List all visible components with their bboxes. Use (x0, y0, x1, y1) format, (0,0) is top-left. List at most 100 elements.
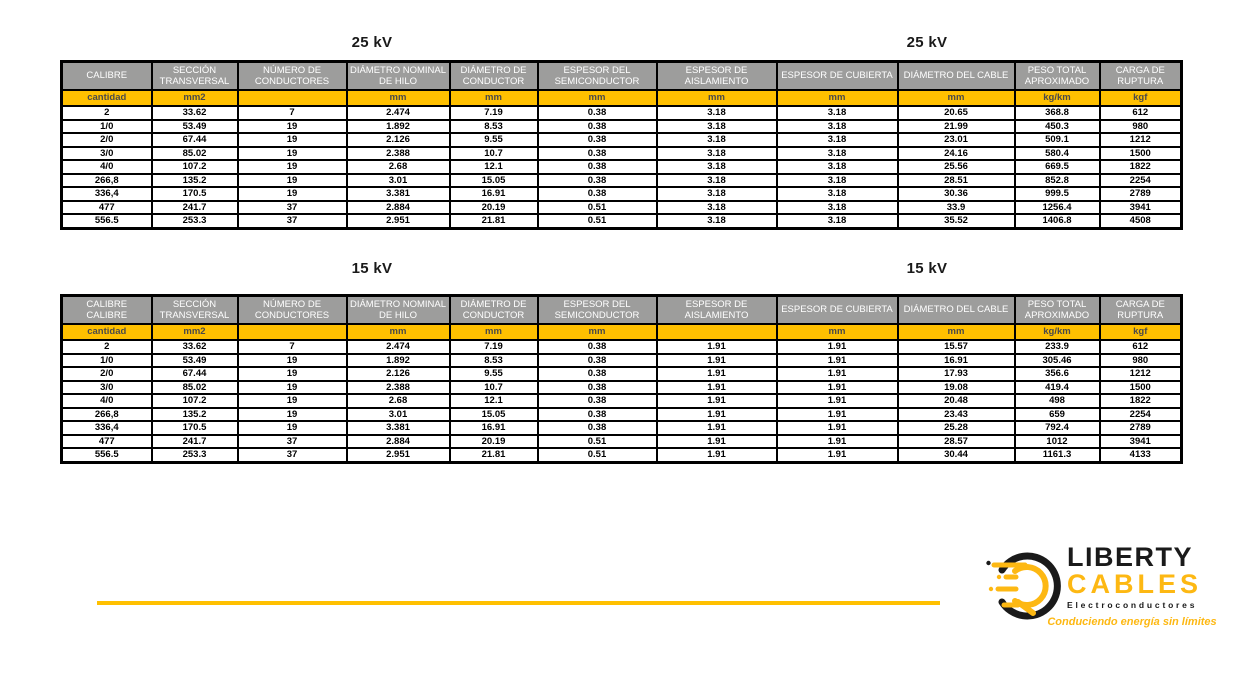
data-cell: 980 (1098, 352, 1183, 368)
column-header: CALIBRE (60, 60, 153, 91)
data-cell: 1.892 (345, 118, 451, 134)
data-cell: 33.62 (150, 339, 239, 355)
data-cell: 1.91 (775, 393, 899, 409)
data-cell: 3.18 (775, 159, 899, 175)
data-cell: 20.65 (896, 105, 1016, 121)
column-header: DIÁMETRO NOMINAL DE HILO (345, 294, 451, 325)
data-cell: 2.126 (345, 366, 451, 382)
data-cell: 170.5 (150, 186, 239, 202)
data-cell: 0.51 (536, 447, 658, 463)
data-cell: 450.3 (1013, 118, 1101, 134)
data-cell: 266,8 (60, 406, 153, 422)
data-cell: 1.91 (775, 366, 899, 382)
data-cell: 3.18 (775, 199, 899, 215)
data-cell: 3.18 (655, 145, 778, 161)
data-cell: 1161.3 (1013, 447, 1101, 463)
liberty-cables-logo: LIBERTY CABLES Electroconductores Conduc… (985, 544, 1217, 636)
data-cell: 556.5 (60, 447, 153, 463)
data-cell: 19 (236, 393, 348, 409)
data-cell: 20.19 (448, 199, 539, 215)
unit-cell: cantidad (60, 323, 153, 341)
data-cell: 3.18 (655, 159, 778, 175)
column-header: DIÁMETRO DEL CABLE (896, 60, 1016, 91)
unit-cell (655, 323, 778, 341)
data-cell: 0.38 (536, 132, 658, 148)
data-cell: 28.51 (896, 172, 1016, 188)
divider-line (97, 601, 940, 605)
data-cell: 1822 (1098, 159, 1183, 175)
data-cell: 0.38 (536, 366, 658, 382)
data-cell: 1.91 (775, 406, 899, 422)
brand-text-block: LIBERTY CABLES Electroconductores (1067, 544, 1202, 611)
data-cell: 53.49 (150, 118, 239, 134)
data-cell: 0.38 (536, 118, 658, 134)
data-cell: 2789 (1098, 420, 1183, 436)
data-cell: 0.51 (536, 199, 658, 215)
column-header: NÚMERO DE CONDUCTORES (236, 60, 348, 91)
data-cell: 8.53 (448, 352, 539, 368)
data-cell: 1.91 (775, 447, 899, 463)
table-title-15kv-left: 15 kV (351, 260, 393, 277)
column-header: PESO TOTAL APROXIMADO (1013, 294, 1101, 325)
data-cell: 1212 (1098, 366, 1183, 382)
data-cell: 1500 (1098, 145, 1183, 161)
data-cell: 253.3 (150, 447, 239, 463)
data-cell: 1.91 (775, 339, 899, 355)
data-cell: 419.4 (1013, 379, 1101, 395)
data-cell: 2.126 (345, 132, 451, 148)
data-cell: 24.16 (896, 145, 1016, 161)
data-cell: 368.8 (1013, 105, 1101, 121)
data-cell: 67.44 (150, 366, 239, 382)
column-header: ESPESOR DE AISLAMIENTO (655, 60, 778, 91)
data-cell: 16.91 (448, 186, 539, 202)
data-cell: 7 (236, 105, 348, 121)
data-cell: 1.91 (655, 406, 778, 422)
data-cell: 2254 (1098, 406, 1183, 422)
data-cell: 0.51 (536, 433, 658, 449)
data-cell: 3.01 (345, 172, 451, 188)
data-cell: 19.08 (896, 379, 1016, 395)
data-cell: 15.05 (448, 172, 539, 188)
data-cell: 3.18 (775, 132, 899, 148)
data-cell: 1.91 (655, 433, 778, 449)
data-cell: 28.57 (896, 433, 1016, 449)
data-cell: 2.951 (345, 213, 451, 229)
data-cell: 1.91 (655, 366, 778, 382)
data-cell: 1.91 (655, 420, 778, 436)
data-cell: 20.48 (896, 393, 1016, 409)
data-cell: 2.388 (345, 379, 451, 395)
data-cell: 477 (60, 433, 153, 449)
data-cell: 2.474 (345, 339, 451, 355)
unit-cell: mm (655, 89, 778, 107)
data-cell: 19 (236, 132, 348, 148)
column-header: ESPESOR DE CUBIERTA (775, 294, 899, 325)
data-cell: 1.91 (655, 339, 778, 355)
data-cell: 0.38 (536, 406, 658, 422)
data-cell: 107.2 (150, 159, 239, 175)
data-cell: 1.91 (775, 433, 899, 449)
data-cell: 3.18 (655, 118, 778, 134)
table-title-row-25kv: 25 kV 25 kV (60, 34, 1180, 56)
data-cell: 266,8 (60, 172, 153, 188)
unit-cell: mm (536, 89, 658, 107)
data-cell: 2.951 (345, 447, 451, 463)
column-header: ESPESOR DEL SEMICONDUCTOR (536, 60, 658, 91)
data-cell: 241.7 (150, 199, 239, 215)
data-cell: 2.68 (345, 393, 451, 409)
table-title-25kv-left: 25 kV (351, 34, 393, 51)
